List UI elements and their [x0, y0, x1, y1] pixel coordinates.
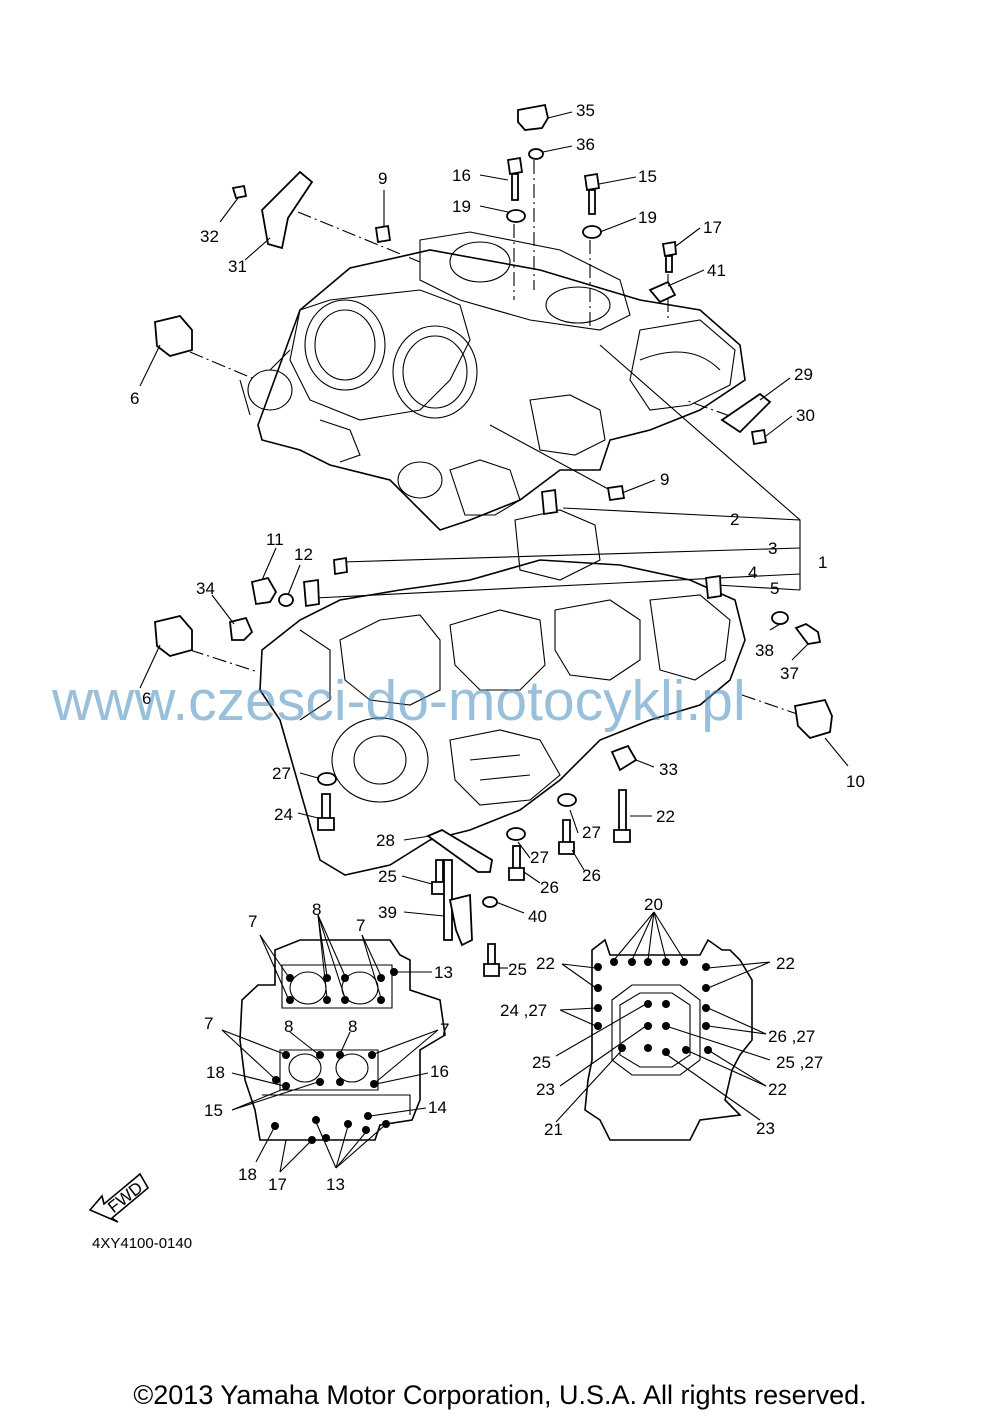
label-35: 35	[576, 101, 595, 120]
label-23: 23	[756, 1119, 775, 1138]
label-9: 9	[378, 169, 387, 188]
label-11: 11	[266, 530, 284, 549]
copyright-notice: ©2013 Yamaha Motor Corporation, U.S.A. A…	[133, 1380, 867, 1410]
label-24-27: 24 ,27	[500, 1001, 547, 1020]
label-8: 8	[284, 1017, 293, 1036]
label-leaders	[139, 111, 849, 1173]
watermark: www.czesci-do-motocykli.pl	[52, 669, 746, 733]
label-6: 6	[130, 389, 139, 408]
label-29: 29	[794, 365, 813, 384]
label-24: 24	[274, 805, 293, 824]
label-8: 8	[348, 1017, 357, 1036]
label-31: 31	[228, 257, 247, 276]
label-19: 19	[452, 197, 471, 216]
label-34: 34	[196, 579, 215, 598]
assembly-lines	[189, 160, 801, 716]
label-23: 23	[536, 1080, 555, 1099]
lower-case-bolt-pattern-view	[584, 938, 753, 1141]
label-5: 5	[770, 579, 779, 598]
diagram-code: 4XY4100-0140	[92, 1235, 193, 1252]
label-8: 8	[312, 900, 321, 919]
forward-direction-arrow: FWD	[88, 1172, 150, 1223]
label-33: 33	[659, 760, 678, 779]
label-7: 7	[248, 912, 257, 931]
label-27: 27	[272, 764, 291, 783]
label-39: 39	[378, 903, 397, 922]
label-17: 17	[703, 218, 722, 237]
label-13: 13	[434, 963, 453, 982]
label-21: 21	[544, 1120, 563, 1139]
label-26-27: 26 ,27	[768, 1027, 815, 1046]
label-38: 38	[755, 641, 774, 660]
label-25: 25	[532, 1053, 551, 1072]
part-number-labels: 35 36 16 19 15 19 17 41 9 32 31 6 29 30 …	[130, 101, 865, 1194]
label-3: 3	[768, 539, 777, 558]
label-25: 25	[508, 960, 527, 979]
bolt-position-dots	[271, 958, 712, 1144]
label-4: 4	[748, 563, 757, 582]
label-9: 9	[660, 470, 669, 489]
label-37: 37	[780, 664, 799, 683]
label-22: 22	[536, 954, 555, 973]
label-16: 16	[430, 1062, 449, 1081]
label-2: 2	[730, 510, 739, 529]
lower-crankcase	[259, 509, 746, 876]
label-10: 10	[846, 772, 865, 791]
label-17: 17	[268, 1175, 287, 1194]
label-18: 18	[206, 1063, 225, 1082]
label-32: 32	[200, 227, 219, 246]
label-27: 27	[530, 848, 549, 867]
upper-case-bolt-pattern-view	[239, 939, 446, 1141]
fwd-label: FWD	[104, 1178, 146, 1217]
upper-crankcase	[239, 231, 746, 531]
label-14: 14	[428, 1098, 447, 1117]
label-22: 22	[768, 1080, 787, 1099]
label-19: 19	[638, 208, 657, 227]
label-26: 26	[540, 878, 559, 897]
label-18: 18	[238, 1165, 257, 1184]
loose-parts	[154, 103, 833, 977]
label-7: 7	[440, 1020, 449, 1039]
label-1: 1	[818, 553, 827, 572]
label-40: 40	[528, 907, 547, 926]
label-15: 15	[204, 1101, 223, 1120]
label-12: 12	[294, 545, 313, 564]
label-16: 16	[452, 166, 471, 185]
label-7: 7	[204, 1014, 213, 1033]
label-6: 6	[142, 689, 151, 708]
label-22: 22	[776, 954, 795, 973]
label-26: 26	[582, 866, 601, 885]
label-30: 30	[796, 406, 815, 425]
label-7: 7	[356, 916, 365, 935]
label-25-27: 25 ,27	[776, 1053, 823, 1072]
label-25: 25	[378, 867, 397, 886]
label-27: 27	[582, 823, 601, 842]
label-28: 28	[376, 831, 395, 850]
label-22: 22	[656, 807, 675, 826]
label-36: 36	[576, 135, 595, 154]
label-41: 41	[707, 261, 726, 280]
label-20: 20	[644, 895, 663, 914]
label-15: 15	[638, 167, 657, 186]
label-13: 13	[326, 1175, 345, 1194]
